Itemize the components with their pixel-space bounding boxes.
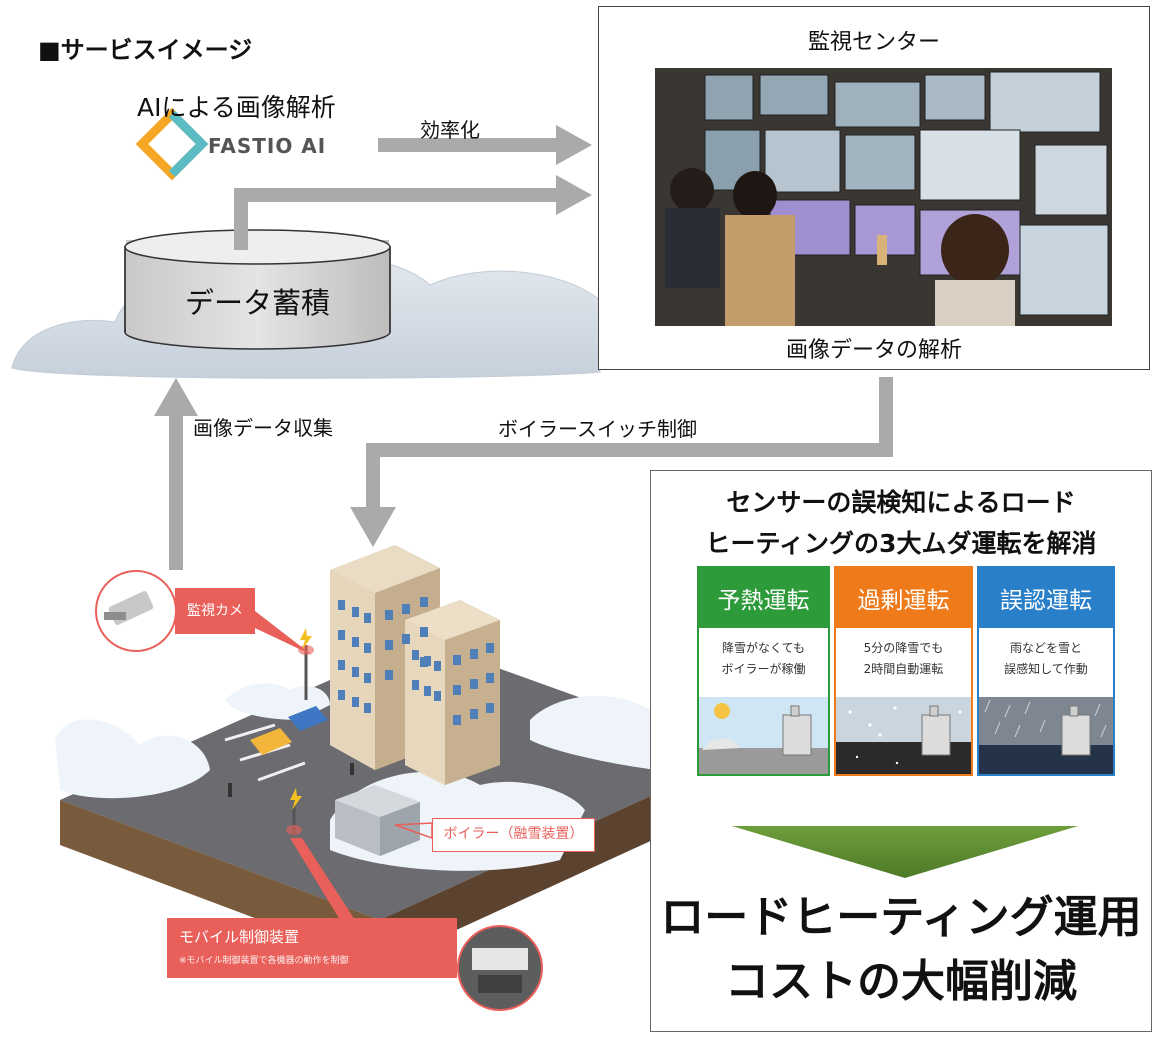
mobile-controller-note: ※モバイル制御装置で各機器の動作を制御 <box>179 956 349 966</box>
card-description: 5分の降雪でも 2時間自動運転 <box>836 638 971 680</box>
fastio-logo-icon <box>135 107 209 181</box>
ai-analysis-label: AIによる画像解析 <box>137 93 336 122</box>
result-headline-line: センサーの誤検知によるロード <box>726 488 1076 517</box>
card-scenes-overlay <box>699 697 1113 774</box>
monitoring-center-title: 監視センター <box>807 30 940 55</box>
result-headline: センサーの誤検知によるロード ヒーティングの3大ムダ運転を解消 <box>650 482 1152 564</box>
card-title: 予熱運転 <box>699 568 828 628</box>
flow-arrows <box>154 125 893 570</box>
card-description-line: 5分の降雪でも <box>863 641 944 655</box>
monitoring-photo-frame <box>655 68 1112 326</box>
card-description-line: ボイラーが稼働 <box>721 662 806 676</box>
card-title: 過剰運転 <box>836 568 971 628</box>
boiler-callout-label: ボイラー（融雪装置） <box>432 818 595 852</box>
snowflake-icon <box>848 706 962 765</box>
fastio-logo-text: FASTIO AI <box>208 134 327 158</box>
card-description: 雨などを雪と 誤感知して作動 <box>979 638 1113 680</box>
sun-icon <box>714 703 730 719</box>
card-description-line: 降雪がなくても <box>721 641 806 655</box>
card-description-line: 雨などを雪と <box>1009 641 1082 655</box>
boiler-switch-control-label: ボイラースイッチ制御 <box>498 417 697 441</box>
result-conclusion-line: コストの大幅削減 <box>725 956 1077 1007</box>
mobile-controller-callout-box: モバイル制御装置 ※モバイル制御装置で各機器の動作を制御 <box>167 918 457 978</box>
storage-label: データ蓄積 <box>184 286 330 320</box>
monitoring-center-caption: 画像データの解析 <box>785 338 962 363</box>
card-description-line: 誤感知して作動 <box>1004 662 1088 676</box>
database-cylinder-icon <box>124 229 391 350</box>
green-down-arrow <box>732 826 1078 878</box>
mobile-controller-callout <box>290 838 543 1011</box>
card-title: 誤認運転 <box>979 568 1113 628</box>
page-heading: ■サービスイメージ <box>38 36 253 64</box>
camera-callout <box>95 570 312 655</box>
rain-icon <box>984 699 1107 738</box>
mobile-controller-label: モバイル制御装置 <box>179 928 300 946</box>
card-description: 降雪がなくても ボイラーが稼働 <box>699 638 828 680</box>
image-collection-label: 画像データ収集 <box>193 416 333 440</box>
result-headline-line: ヒーティングの3大ムダ運転を解消 <box>705 529 1097 558</box>
card-description-line: 2時間自動運転 <box>863 662 944 676</box>
result-conclusion-line: ロードヒーティング運用 <box>660 892 1142 943</box>
camera-callout-label: 監視カメラ <box>175 588 255 665</box>
result-conclusion: ロードヒーティング運用 コストの大幅削減 <box>650 886 1152 1014</box>
efficiency-label: 効率化 <box>420 118 480 142</box>
